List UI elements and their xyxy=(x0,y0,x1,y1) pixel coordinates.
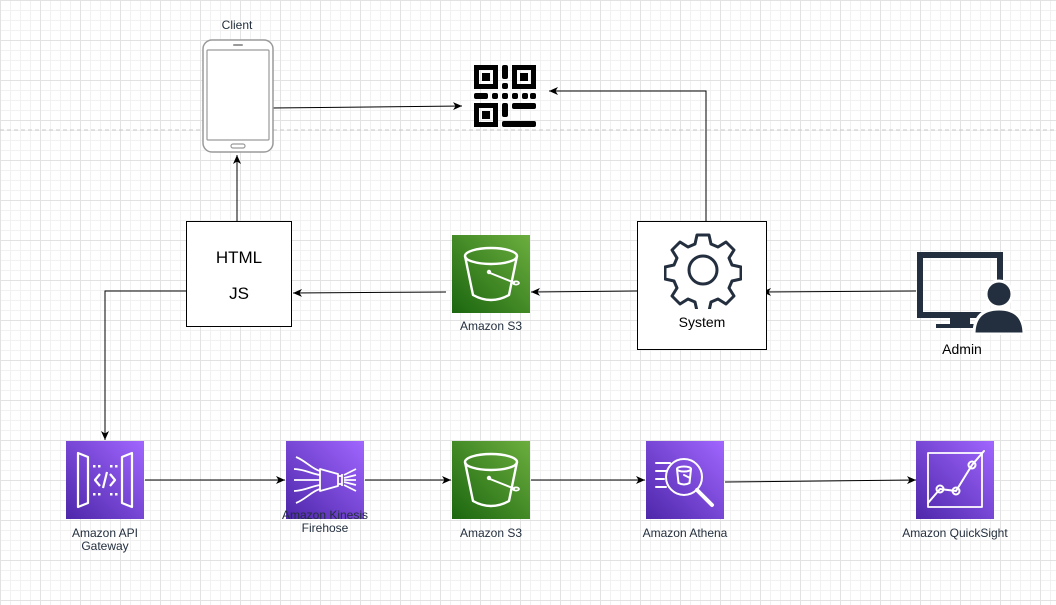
quicksight-label: Amazon QuickSight xyxy=(902,526,1008,540)
edge-admin-to-system xyxy=(761,287,917,296)
system-label: System xyxy=(678,314,726,330)
edge-s3-to-html xyxy=(292,288,447,297)
js-label: JS xyxy=(229,284,249,303)
s3-bucket-icon xyxy=(452,441,530,519)
edge-html-to-apigw xyxy=(101,290,186,440)
html-label: HTML xyxy=(215,248,263,267)
edge-client-to-qr xyxy=(271,102,463,111)
s3-top-label: Amazon S3 xyxy=(459,319,523,333)
quicksight-icon xyxy=(916,441,994,519)
qr-code-icon xyxy=(474,65,536,127)
admin-label: Admin xyxy=(942,341,982,357)
edge-system-to-s3 xyxy=(530,287,638,296)
html-js-box: HTML JS xyxy=(186,221,292,327)
edge-system-to-qr xyxy=(549,87,707,221)
client-label: Client xyxy=(221,18,253,32)
admin-monitor-user-icon xyxy=(917,252,1026,335)
gear-icon xyxy=(664,233,742,309)
athena-icon xyxy=(646,441,724,519)
system-box: System xyxy=(637,221,767,350)
kinesis-firehose-icon xyxy=(286,441,364,519)
s3-bottom-label: Amazon S3 xyxy=(459,526,523,540)
athena-label: Amazon Athena xyxy=(642,526,728,540)
api-gateway-icon xyxy=(66,441,144,519)
s3-bucket-icon xyxy=(452,235,530,313)
edge-athena-to-quicksight xyxy=(724,476,917,485)
smartphone-icon xyxy=(202,39,274,153)
api-gateway-label: Amazon API Gateway xyxy=(71,526,139,553)
kinesis-label: Amazon Kinesis Firehose xyxy=(281,508,369,535)
